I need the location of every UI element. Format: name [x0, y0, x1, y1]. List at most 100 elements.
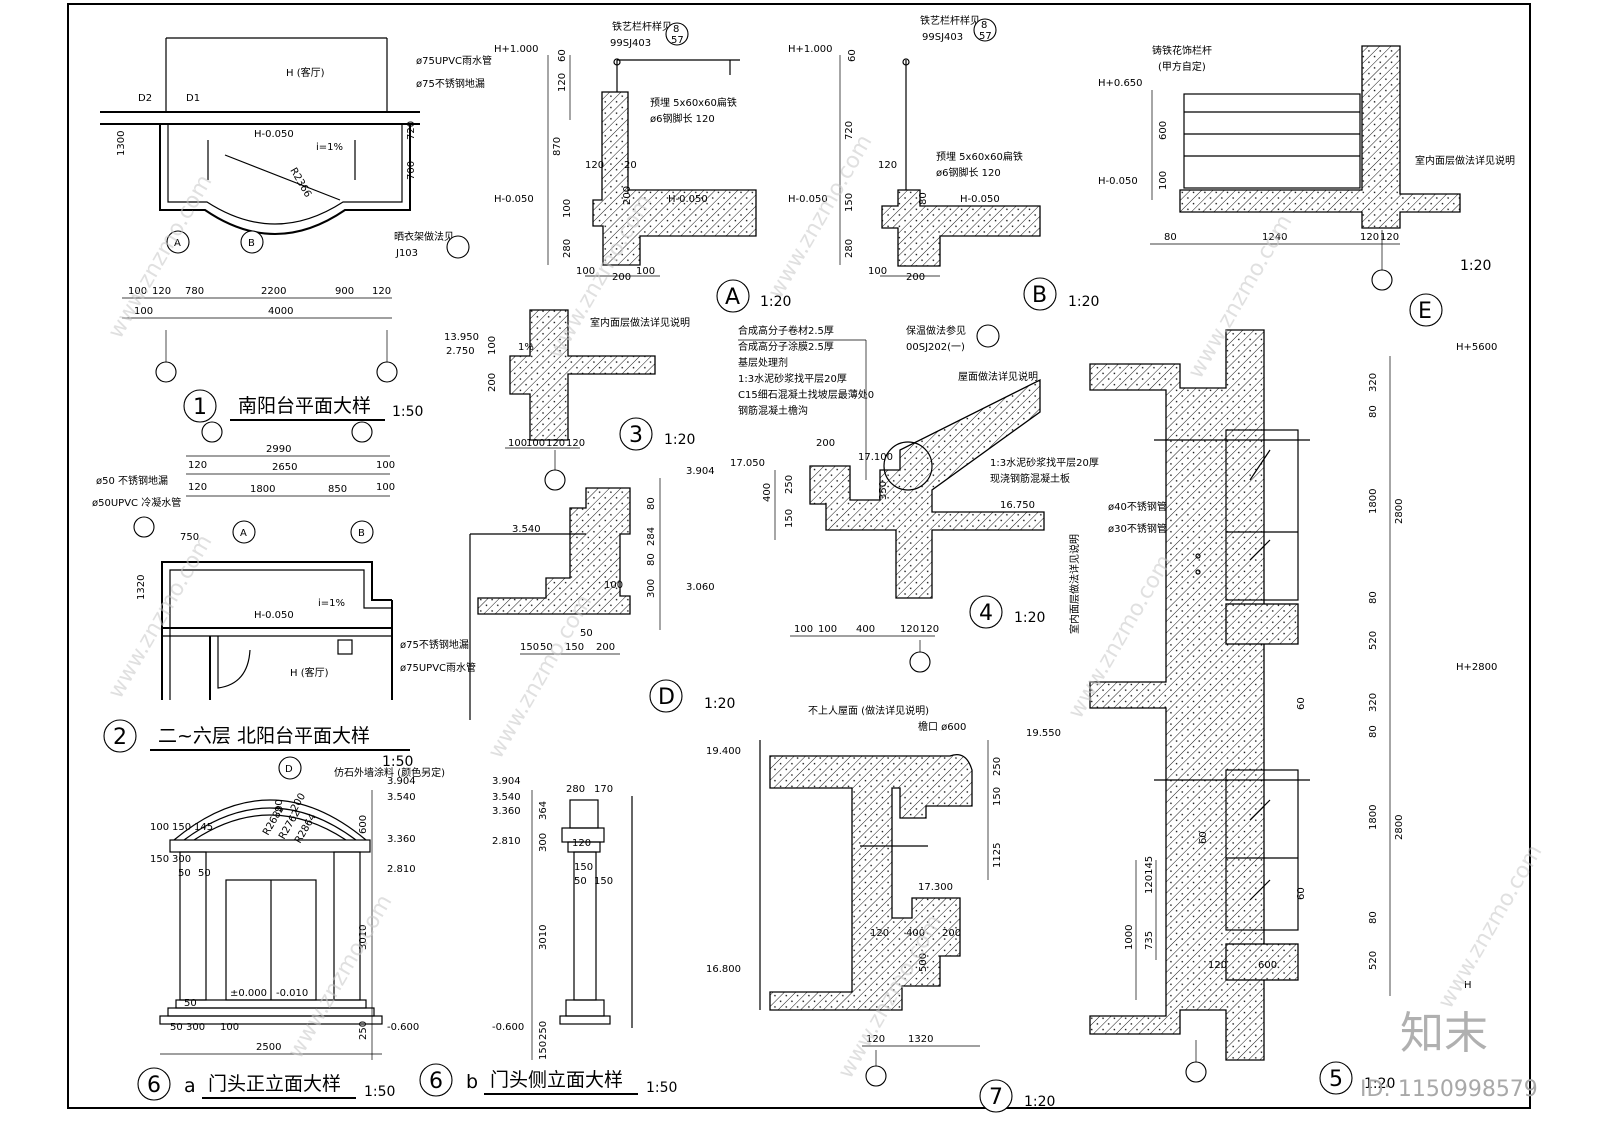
svg-text:100: 100 [376, 482, 395, 493]
svg-text:120: 120 [1208, 960, 1227, 971]
svg-text:100: 100 [576, 266, 595, 277]
svg-text:120: 120 [585, 160, 604, 171]
svg-text:120: 120 [188, 460, 207, 471]
svg-text:100: 100 [636, 266, 655, 277]
d5-ss30: ø30不锈钢管 [1108, 522, 1167, 535]
svg-text:2650: 2650 [272, 462, 297, 473]
svg-text:520: 520 [1368, 631, 1379, 650]
db-level-top: H+1.000 [788, 44, 833, 55]
d2-room: H (客厅) [290, 666, 329, 679]
d7-level-17300: 17.300 [918, 882, 953, 893]
svg-text:200: 200 [942, 928, 961, 939]
svg-text:120: 120 [1380, 232, 1399, 243]
svg-text:80: 80 [918, 192, 929, 205]
svg-text:250: 250 [784, 475, 795, 494]
d6b-title: 门头侧立面大样 [490, 1069, 623, 1091]
d2-title: 二~六层 北阳台平面大样 [158, 725, 370, 747]
d4-scale: 1:20 [1014, 610, 1045, 626]
svg-text:3.540: 3.540 [512, 524, 541, 535]
svg-text:120: 120 [870, 928, 889, 939]
da-level-top: H+1.000 [494, 44, 539, 55]
svg-text:50: 50 [184, 998, 197, 1009]
d5-scale: 1:20 [1364, 1076, 1395, 1092]
de-rail-note: (甲方自定) [1158, 60, 1206, 73]
svg-text:H-0.050: H-0.050 [668, 194, 708, 205]
d5-ss40: ø40不锈钢管 [1108, 500, 1167, 513]
svg-text:720: 720 [406, 121, 417, 140]
svg-text:735: 735 [1144, 931, 1155, 950]
svg-text:3.540: 3.540 [492, 792, 521, 803]
d7-level-19400: 19.400 [706, 746, 741, 757]
svg-text:100: 100 [818, 624, 837, 635]
svg-text:3.904: 3.904 [492, 776, 521, 787]
svg-text:3010: 3010 [358, 925, 369, 950]
svg-text:280: 280 [844, 239, 855, 258]
svg-text:3.540: 3.540 [387, 792, 416, 803]
d1-title: 南阳台平面大样 [238, 395, 371, 417]
d2-scale: 1:50 [382, 754, 413, 770]
svg-text:120: 120 [878, 160, 897, 171]
da-level-bottom: H-0.050 [494, 194, 534, 205]
svg-text:2.750: 2.750 [446, 346, 475, 357]
db-letter: B [1032, 283, 1047, 308]
svg-text:A: A [174, 238, 181, 249]
d2-note-drain: ø50 不锈钢地漏 [96, 474, 168, 487]
svg-text:250: 250 [358, 1021, 369, 1040]
detail-a-railing-section: 铁艺栏杆样见 99SJ403 8 57 预埋 5x60x60扁铁 ø6钢脚长 1… [494, 20, 791, 313]
svg-text:60: 60 [1198, 831, 1209, 844]
svg-text:120: 120 [900, 624, 919, 635]
svg-text:150: 150 [538, 1041, 549, 1060]
svg-text:3.060: 3.060 [686, 582, 715, 593]
svg-text:600: 600 [1158, 121, 1169, 140]
d6a-number: 6 [147, 1073, 161, 1098]
svg-text:-0.010: -0.010 [276, 988, 308, 999]
d6b-sub: b [466, 1071, 478, 1093]
svg-text:600: 600 [358, 815, 369, 834]
detail-3-parapet-section: 室内面层做法详见说明 13.950 2.750 100 200 1% 100 1… [444, 309, 695, 491]
svg-text:D: D [285, 764, 293, 775]
svg-text:520: 520 [1368, 951, 1379, 970]
svg-text:150: 150 [784, 509, 795, 528]
db-level-bottom: H-0.050 [788, 194, 828, 205]
d2-note-drain2: ø75不锈钢地漏 [400, 638, 469, 651]
svg-text:3.360: 3.360 [492, 806, 521, 817]
svg-text:120: 120 [566, 438, 585, 449]
sheet-border [67, 3, 1531, 1109]
svg-text:320: 320 [1368, 693, 1379, 712]
svg-text:钢筋混凝土檐沟: 钢筋混凝土檐沟 [738, 404, 808, 417]
svg-text:屋面做法详见说明: 屋面做法详见说明 [958, 370, 1038, 383]
svg-text:B: B [358, 528, 365, 539]
dd-scale: 1:20 [704, 696, 735, 712]
svg-text:364: 364 [538, 801, 549, 820]
d5-level-h: H [1464, 980, 1472, 991]
svg-text:100: 100 [868, 266, 887, 277]
svg-text:2500: 2500 [256, 1042, 281, 1053]
svg-text:室内面层做法详见说明: 室内面层做法详见说明 [590, 316, 690, 329]
svg-text:1%: 1% [518, 342, 534, 353]
svg-text:120: 120 [152, 286, 171, 297]
svg-text:500: 500 [918, 953, 929, 972]
svg-text:60: 60 [1296, 697, 1307, 710]
d7-unroof: 不上人屋面 (做法详见说明) [808, 704, 929, 717]
de-level-bottom: H-0.050 [1098, 176, 1138, 187]
d6a-title: 门头正立面大样 [208, 1073, 341, 1095]
svg-text:1240: 1240 [1262, 232, 1287, 243]
da-rail-ref: 铁艺栏杆样见 [612, 20, 672, 33]
svg-text:50: 50 [540, 642, 553, 653]
svg-text:1000: 1000 [1124, 925, 1135, 950]
svg-text:300: 300 [538, 833, 549, 852]
svg-text:合成高分子涂膜2.5厚: 合成高分子涂膜2.5厚 [738, 340, 834, 353]
svg-text:16.750: 16.750 [1000, 500, 1035, 511]
svg-text:80: 80 [646, 553, 657, 566]
svg-text:80: 80 [1368, 725, 1379, 738]
svg-text:60: 60 [847, 49, 858, 62]
d6b-scale: 1:50 [646, 1080, 677, 1096]
svg-text:120145: 120145 [1144, 856, 1155, 894]
svg-text:现浇钢筋混凝土板: 现浇钢筋混凝土板 [990, 472, 1070, 485]
svg-text:20: 20 [624, 160, 637, 171]
svg-text:50: 50 [178, 868, 191, 879]
svg-text:±0.000: ±0.000 [230, 988, 267, 999]
svg-text:50: 50 [170, 1022, 183, 1033]
svg-text:100: 100 [604, 580, 623, 591]
